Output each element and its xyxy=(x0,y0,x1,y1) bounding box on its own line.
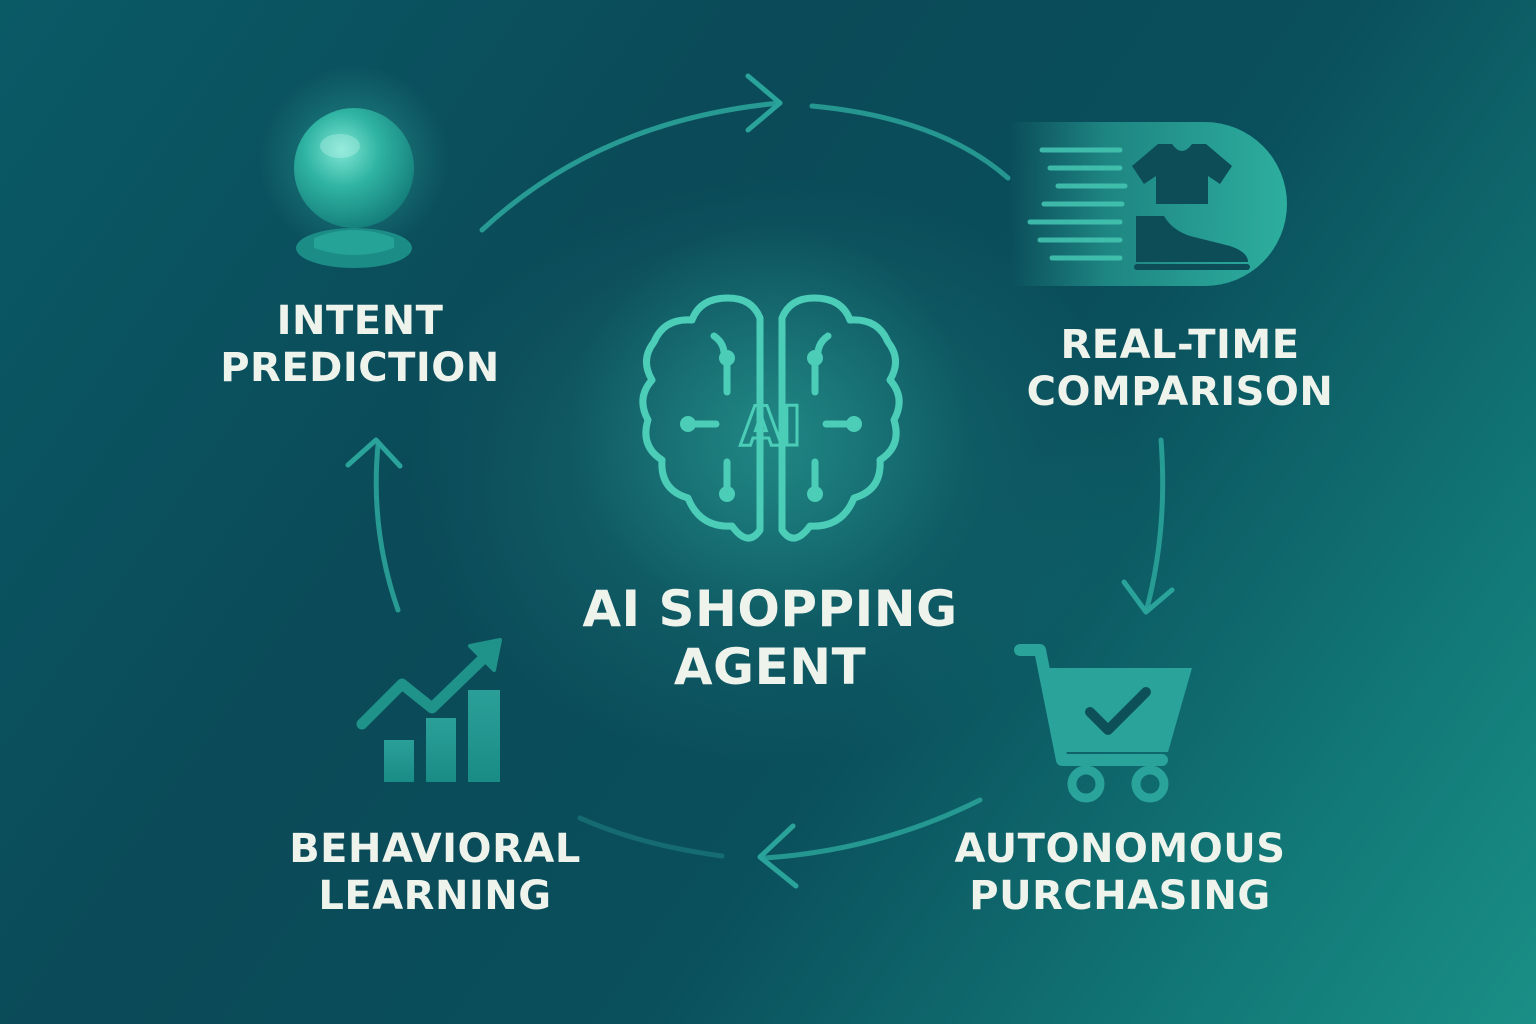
arrow-head-bottom-icon xyxy=(757,823,799,889)
brain-ai-label: AI xyxy=(740,395,802,458)
crystal-ball-icon xyxy=(259,65,449,268)
purchasing-line2: PURCHASING xyxy=(969,873,1271,919)
learning-line2: LEARNING xyxy=(318,873,552,919)
arrow-comparison-to-purchasing xyxy=(1143,437,1166,615)
arrow-bottom-to-learning xyxy=(577,815,725,859)
arrow-head-left-icon xyxy=(345,437,403,469)
stage-label-comparison: REAL-TIME COMPARISON xyxy=(1010,322,1350,416)
cycle-arrows xyxy=(345,73,1175,889)
arrow-top-to-comparison xyxy=(809,103,1011,181)
center-title: AI SHOPPING AGENT xyxy=(540,580,1000,696)
stage-label-intent: INTENT PREDICTION xyxy=(200,298,520,392)
intent-line2: PREDICTION xyxy=(220,345,500,391)
arrow-purchasing-to-learning xyxy=(762,797,983,861)
comparison-line2: COMPARISON xyxy=(1026,369,1334,415)
stage-label-learning: BEHAVIORAL LEARNING xyxy=(270,826,600,920)
stage-label-purchasing: AUTONOMOUS PURCHASING xyxy=(940,826,1300,920)
arrow-learning-to-intent xyxy=(373,442,401,613)
center-title-line2: AGENT xyxy=(673,638,867,696)
shoe-icon xyxy=(1136,216,1248,262)
arrow-head-top-icon xyxy=(745,73,783,133)
center-title-line1: AI SHOPPING xyxy=(582,580,958,638)
brain-circuit-icon: AI xyxy=(570,225,970,625)
arrow-intent-to-comparison xyxy=(479,100,783,233)
tshirt-icon xyxy=(1132,144,1232,204)
learning-line1: BEHAVIORAL xyxy=(289,826,581,872)
arrow-head-right-icon xyxy=(1121,579,1175,615)
intent-line1: INTENT xyxy=(276,298,444,344)
purchasing-line1: AUTONOMOUS xyxy=(954,826,1286,872)
shopping-cart-check-icon xyxy=(1014,644,1192,803)
growth-chart-icon xyxy=(356,638,502,782)
apparel-comparison-icon xyxy=(1010,122,1287,286)
comparison-line1: REAL-TIME xyxy=(1060,322,1300,368)
